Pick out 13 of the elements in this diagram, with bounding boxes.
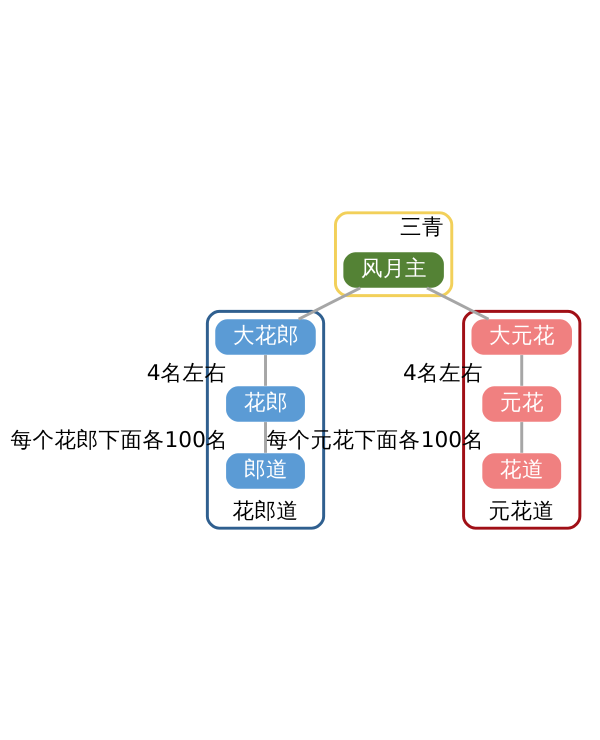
node-box: 元花 bbox=[482, 386, 562, 422]
connector bbox=[298, 286, 361, 320]
node-box: 大花郎 bbox=[215, 318, 316, 354]
node-box: 花郎 bbox=[226, 386, 305, 422]
node-box: 郎道 bbox=[226, 452, 305, 488]
connector bbox=[264, 354, 267, 386]
node-box: 大元花 bbox=[471, 318, 572, 354]
node-box: 花道 bbox=[482, 452, 562, 488]
connector bbox=[520, 354, 524, 386]
connector bbox=[520, 422, 524, 452]
connector bbox=[264, 422, 267, 452]
connector bbox=[426, 286, 490, 320]
node-box: 风月主 bbox=[343, 252, 444, 288]
